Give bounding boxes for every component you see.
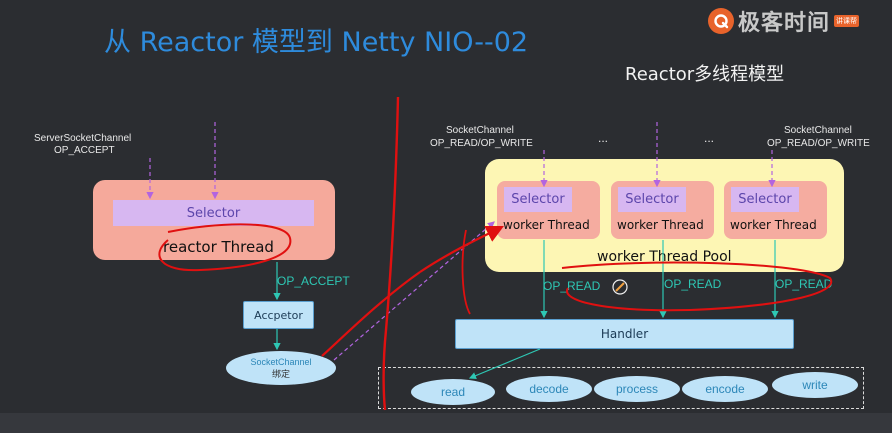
brand-logo: 极客时间 讲课帮 — [708, 4, 860, 38]
worker-selector: Selector — [618, 187, 686, 212]
annotation-circle-pool — [561, 261, 833, 312]
bottom-strip — [0, 413, 892, 433]
worker-selector: Selector — [504, 187, 572, 212]
ellipsis-1: ... — [598, 131, 609, 145]
annotation-bracket — [461, 229, 471, 315]
worker-thread-label: worker Thread — [503, 218, 590, 232]
pipeline-box — [378, 367, 864, 409]
reactor-selector: Selector — [113, 200, 314, 226]
socket-channel-node: SocketChannel 绑定 — [226, 351, 336, 385]
pen-cursor-icon — [612, 279, 628, 295]
diagram-subtitle: Reactor多线程模型 — [625, 64, 785, 85]
worker-node: Selector worker Thread — [497, 181, 600, 239]
socket-channel-input-right: SocketChannel — [784, 125, 852, 136]
worker-pool-label: worker Thread Pool — [597, 249, 732, 265]
worker-node: Selector worker Thread — [611, 181, 714, 239]
op-read-label: OP_READ — [775, 277, 833, 291]
acceptor-node: Accpetor — [243, 301, 314, 329]
op-read-label: OP_READ — [664, 277, 722, 291]
annotation-stroke — [321, 271, 421, 357]
socket-channel-input-left: SocketChannel — [446, 125, 514, 136]
op-read-write-input-left: OP_READ/OP_WRITE — [430, 138, 533, 149]
reactor-thread-label: reactor Thread — [163, 238, 274, 256]
logo-badge: 讲课帮 — [834, 15, 860, 27]
bind-label: 绑定 — [271, 369, 290, 379]
annotation-arrow — [419, 226, 504, 273]
logo-text: 极客时间 — [738, 11, 831, 36]
step-process: process — [594, 376, 680, 402]
annotation-circle-reactor — [158, 223, 292, 272]
step-write: write — [772, 372, 858, 398]
server-socket-channel-label: ServerSocketChannel — [34, 133, 132, 144]
step-decode: decode — [506, 376, 592, 402]
op-accept-input-label: OP_ACCEPT — [54, 145, 115, 156]
worker-thread-label: worker Thread — [730, 218, 817, 232]
annotation-divider — [382, 96, 400, 411]
step-encode: encode — [682, 376, 768, 402]
op-read-label: OP_READ — [543, 279, 601, 293]
handler-node: Handler — [455, 319, 794, 349]
worker-node: Selector worker Thread — [724, 181, 827, 239]
op-read-write-input-right: OP_READ/OP_WRITE — [767, 138, 870, 149]
geek-time-logo-icon — [708, 8, 734, 34]
op-accept-label: OP_ACCEPT — [277, 274, 350, 288]
step-read: read — [411, 379, 495, 405]
handler-arrow — [468, 348, 541, 380]
socket-channel-label: SocketChannel — [250, 357, 312, 367]
ellipsis-2: ... — [704, 131, 715, 145]
worker-thread-label: worker Thread — [617, 218, 704, 232]
slide-title: 从 Reactor 模型到 Netty NIO--02 — [104, 27, 529, 58]
worker-selector: Selector — [731, 187, 799, 212]
